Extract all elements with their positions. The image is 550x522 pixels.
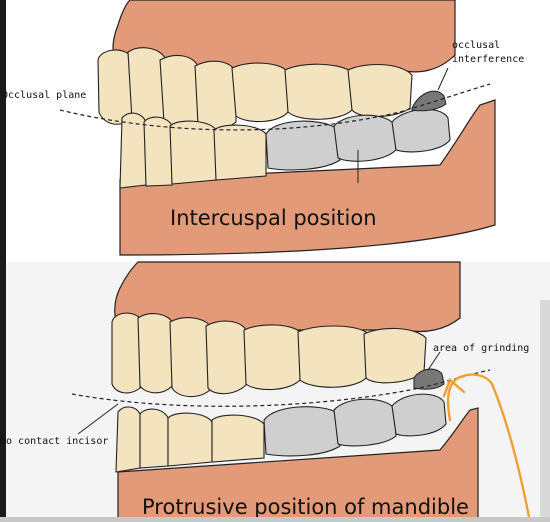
lower-teeth [119,112,267,189]
grinding-pointer-line [427,351,441,371]
top-panel: Occlusal plane occlusal interference Int… [2,0,524,256]
right-edge-bar [540,300,550,522]
lower-gum [119,99,496,256]
bottom-panel: area of grinding No contact incisor Prot… [0,261,532,522]
no-contact-label: No contact incisor [0,436,108,447]
interference-label-line1: occlusal [452,40,500,51]
lower-teeth-bottom [115,406,265,473]
bottom-bar [0,517,550,522]
top-caption: Intercuspal position [170,206,377,230]
orange-annotation-head [442,377,466,398]
grinding-label: area of grinding [433,343,529,354]
bottom-caption: Protrusive position of mandible [142,495,469,519]
orange-annotation-arrow [446,373,532,522]
occlusal-plane-label: Occlusal plane [2,90,86,101]
upper-teeth [97,47,413,132]
occlusal-plane-line [59,83,491,131]
interference-pointer-line [437,67,449,91]
interference-label-line2: interference [452,54,524,65]
prosthetic-crowns-bottom [263,393,447,457]
left-edge-bar [0,0,6,522]
lower-gum-bottom [117,407,479,522]
upper-teeth-bottom [111,312,427,398]
prosthetic-crowns [265,108,451,171]
no-contact-pointer-line [77,403,119,435]
